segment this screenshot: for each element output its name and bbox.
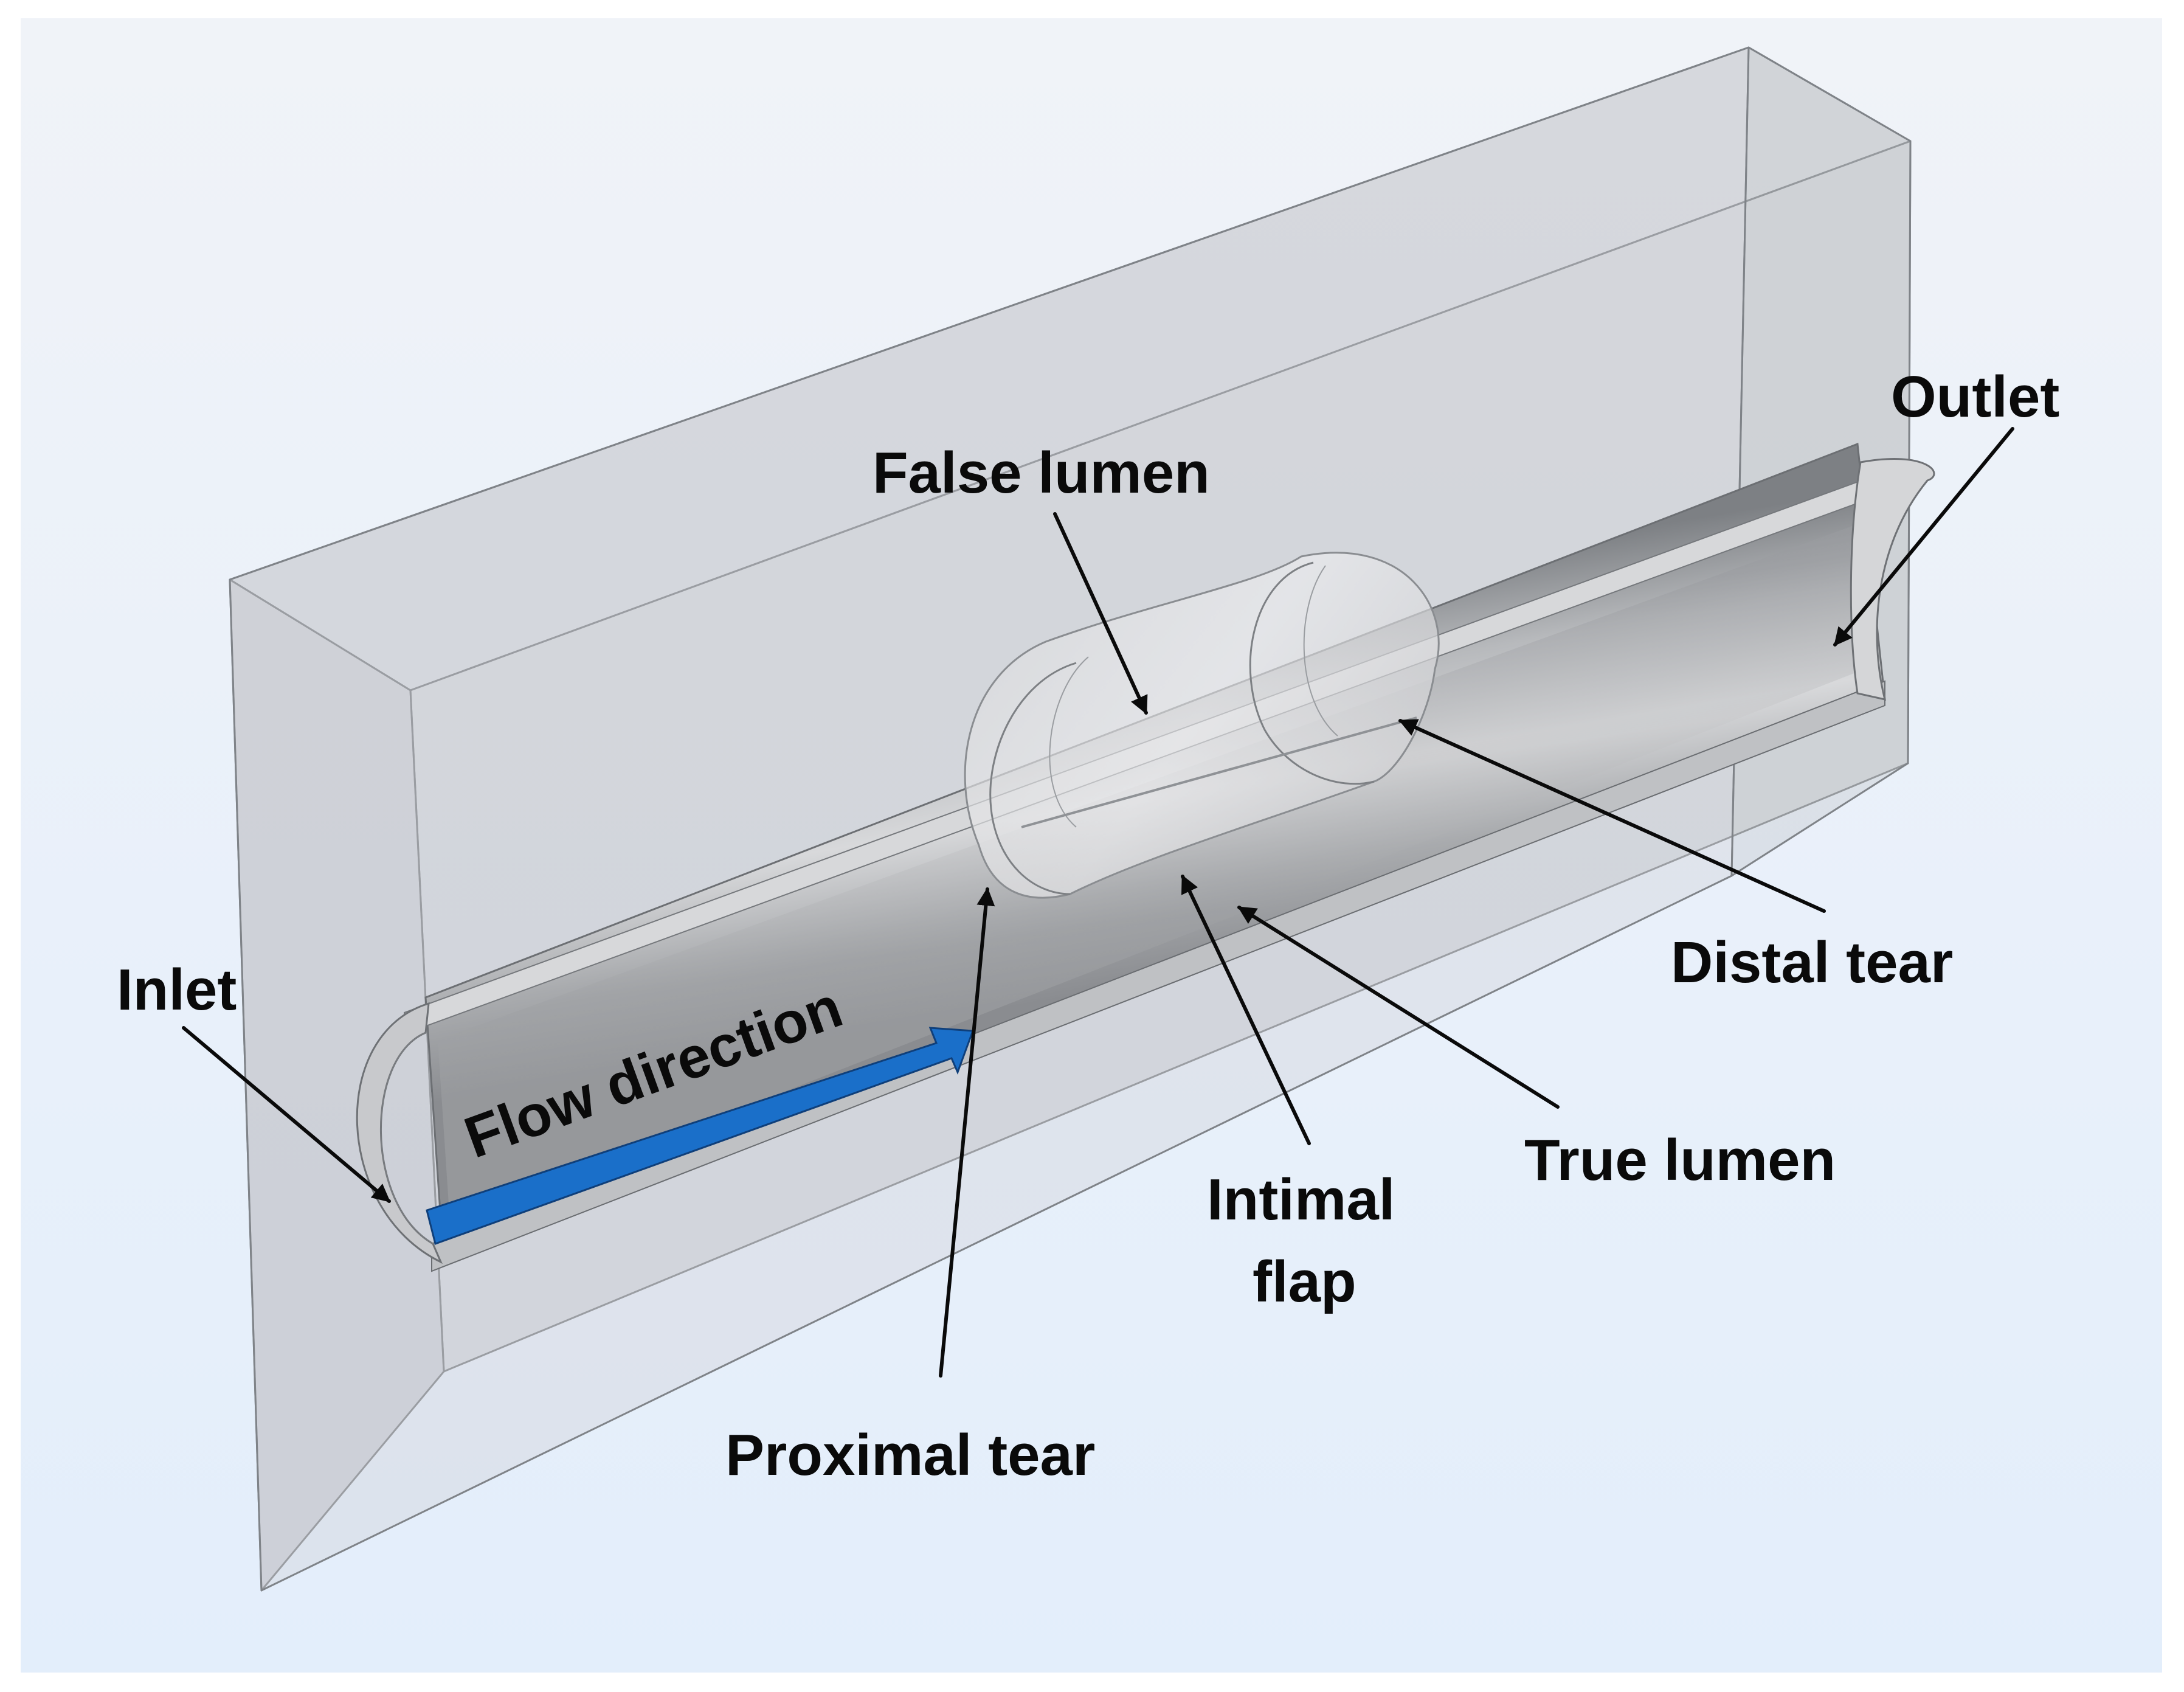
flow-arrow-shape (426, 1027, 975, 1245)
false-lumen-label: False lumen (873, 440, 1210, 505)
false-lumen-bulge (964, 552, 1440, 899)
bulge-shell (964, 552, 1440, 899)
bulge-inner-ring-left (1049, 656, 1089, 828)
outlet-label: Outlet (1891, 364, 2059, 429)
intimal-flap-label-line1: Intimal (1207, 1167, 1395, 1232)
bulge-left-ring (989, 662, 1077, 895)
true-lumen-label: True lumen (1524, 1128, 1836, 1193)
distal-tear-pointer (1398, 719, 1826, 913)
proximal-tear-label: Proximal tear (725, 1423, 1095, 1488)
inlet-inner-rim (380, 1032, 434, 1244)
bulge-inner-ring-right (1303, 565, 1338, 737)
false-lumen-pointer (1053, 512, 1148, 715)
inlet-label: Inlet (117, 957, 237, 1022)
proximal-tear-pointer (939, 887, 995, 1378)
distal-tear-label: Distal tear (1671, 930, 1953, 995)
tube-lower-wall (431, 680, 1885, 1272)
intimal-flap-pointer (1181, 875, 1311, 1145)
flow-direction-arrow (426, 1027, 975, 1245)
inlet-pointer (182, 1026, 391, 1203)
tube-lumen-inner (438, 523, 1873, 1222)
intimal-flap-line (1021, 716, 1417, 828)
annotation-lines (182, 427, 2014, 1378)
outlet-pointer (1833, 427, 2014, 647)
intimal-flap-label-line2: flap (1253, 1249, 1356, 1314)
true-lumen-pointer (1237, 906, 1560, 1109)
outlet-opening (1850, 458, 1935, 701)
bulge-right-ring (1249, 561, 1375, 785)
